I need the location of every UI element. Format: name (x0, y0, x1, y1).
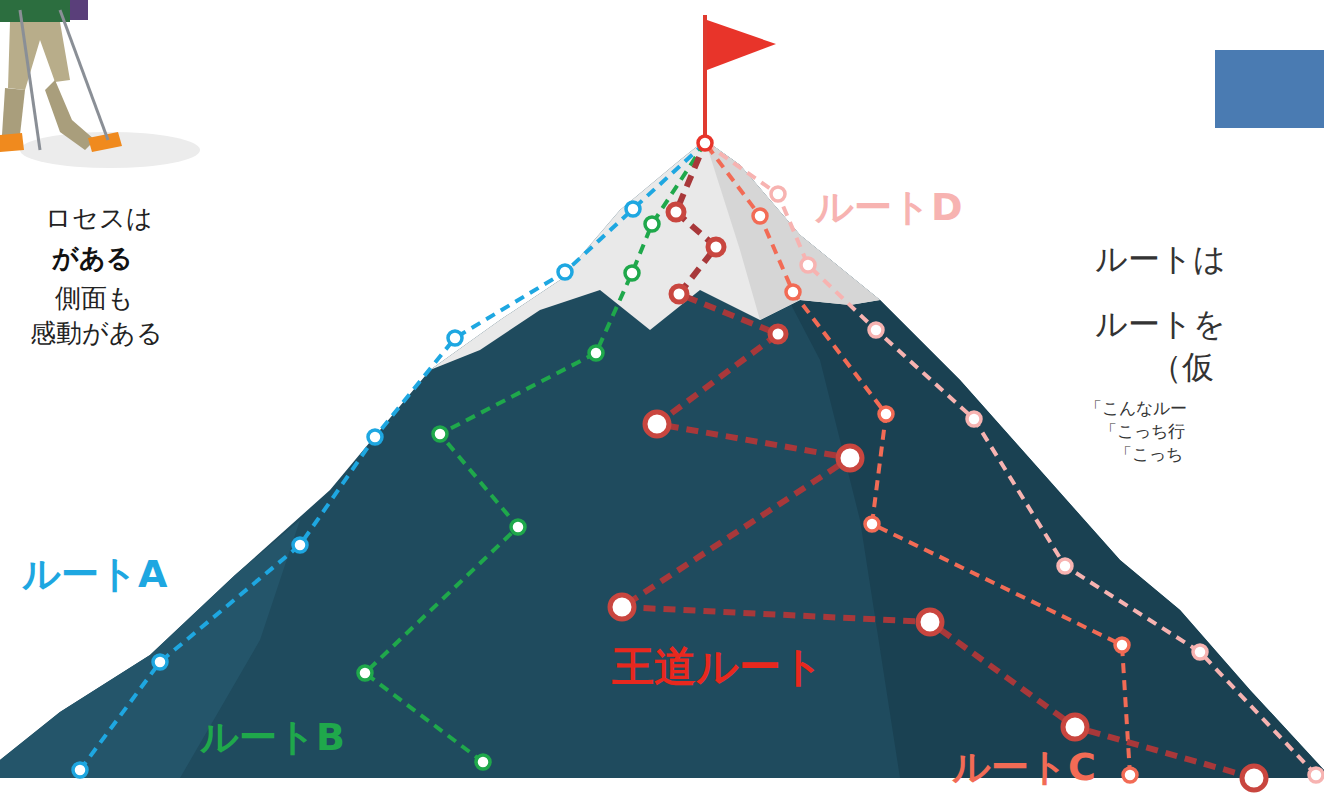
route-lines (73, 136, 1323, 790)
body-text: 感動がある (30, 318, 163, 349)
body-text: ルートは (1095, 240, 1226, 278)
waypoint-dot (1123, 768, 1137, 782)
waypoint-dot (589, 346, 603, 360)
waypoint-dot (770, 326, 786, 342)
waypoint-dot (918, 610, 942, 634)
emphasis-text: がある (52, 243, 133, 274)
waypoint-dot (879, 407, 893, 421)
route-label: ルートB (200, 715, 345, 761)
waypoint-dot (708, 239, 724, 255)
waypoint-dot (1193, 645, 1207, 659)
waypoint-dot (476, 755, 490, 769)
waypoint-dot (645, 412, 669, 436)
waypoint-dot (1242, 766, 1266, 790)
route-label: 王道ルート (612, 642, 824, 692)
route-a-line (73, 143, 705, 777)
waypoint-dot (967, 412, 981, 426)
waypoint-dot (786, 285, 800, 299)
route-path (80, 143, 705, 770)
waypoint-dot (448, 331, 462, 345)
waypoint-dot (753, 209, 767, 223)
note-text: 「こんなルー (1085, 398, 1187, 418)
waypoint-dot (1115, 638, 1129, 652)
body-text: （仮 (1150, 348, 1214, 386)
waypoint-dot (626, 202, 640, 216)
waypoint-dot (838, 446, 862, 470)
waypoint-dot (433, 427, 447, 441)
waypoint-dot (671, 286, 687, 302)
waypoint-dot (625, 266, 639, 280)
hiker-figure (0, 0, 200, 168)
waypoint-dot (293, 538, 307, 552)
waypoint-dot (771, 187, 785, 201)
waypoint-dot (668, 204, 684, 220)
main-route-line (610, 143, 1266, 790)
route-label: ルートC (952, 745, 1096, 791)
waypoint-dot (1309, 768, 1323, 782)
body-text: ルートを (1095, 305, 1226, 343)
body-text: ロセスは (45, 203, 153, 234)
waypoint-dot (645, 217, 659, 231)
mountain (0, 140, 1324, 778)
waypoint-dot (511, 520, 525, 534)
waypoint-dot (869, 323, 883, 337)
waypoint-dot (153, 655, 167, 669)
waypoint-dot (1063, 715, 1087, 739)
waypoint-dot (73, 763, 87, 777)
summit-dot (698, 136, 712, 150)
waypoint-dot (558, 265, 572, 279)
header-panel (1215, 50, 1324, 128)
note-text: 「こっち行 (1100, 421, 1185, 441)
note-text: 「こっち (1115, 444, 1183, 464)
waypoint-dot (801, 258, 815, 272)
summit-flag (705, 15, 776, 143)
waypoint-dot (865, 517, 879, 531)
waypoint-dot (1058, 559, 1072, 573)
waypoint-dot (368, 430, 382, 444)
waypoint-dot (358, 666, 372, 680)
route-label: ルートD (815, 185, 963, 231)
waypoint-dot (610, 595, 634, 619)
route-label: ルートA (22, 552, 167, 598)
body-text: 側面も (55, 283, 134, 314)
